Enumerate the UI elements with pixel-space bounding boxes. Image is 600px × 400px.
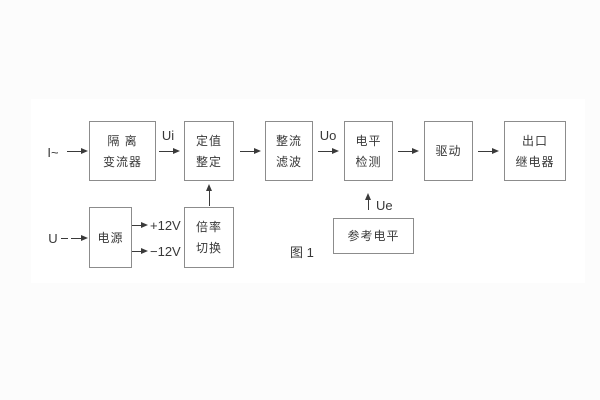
signal-ui-label: Ui <box>161 128 175 143</box>
figure-caption: 图 1 <box>290 245 314 260</box>
block-label: 整流 <box>275 133 302 148</box>
arrow-reference-to-level <box>365 193 371 210</box>
block-setting-adjust: 定值 整定 <box>184 121 234 181</box>
block-reference-level: 参考电平 <box>333 218 414 254</box>
arrow-setting-to-rectify <box>240 148 261 154</box>
block-label: 定值 <box>195 133 222 148</box>
block-label: 电源 <box>97 230 124 245</box>
block-label: 电平 <box>355 133 382 148</box>
block-label: 切换 <box>195 241 222 255</box>
block-label: 变流器 <box>102 154 142 169</box>
line-voltage-input-dash <box>61 238 68 239</box>
block-ratio-switch: 倍率 切换 <box>184 207 234 268</box>
arrow-rail-positive <box>132 222 148 228</box>
arrow-isolation-to-setting <box>159 148 180 154</box>
signal-uo-label: Uo <box>319 128 337 143</box>
arrow-voltage-input <box>71 235 88 241</box>
block-drive: 驱动 <box>424 121 473 181</box>
block-isolation-transformer: 隔 离 变流器 <box>89 121 156 181</box>
input-voltage-label: U <box>48 231 58 246</box>
input-current-label: I~ <box>47 145 59 160</box>
block-label: 驱动 <box>435 144 462 158</box>
block-label: 检测 <box>355 154 382 169</box>
arrow-rail-negative <box>132 248 148 254</box>
block-label: 参考电平 <box>347 229 400 243</box>
block-label: 整定 <box>195 154 222 169</box>
rail-positive-label: +12V <box>150 218 181 233</box>
block-rectify-filter: 整流 滤波 <box>265 121 313 181</box>
signal-ue-label: Ue <box>376 198 393 213</box>
block-label: 滤波 <box>275 154 302 169</box>
block-label: 隔 离 <box>107 133 138 148</box>
arrow-level-to-drive <box>398 148 419 154</box>
block-label: 倍率 <box>195 220 222 234</box>
arrow-drive-to-output <box>478 148 499 154</box>
arrow-current-input <box>67 148 88 154</box>
arrow-ratio-to-setting <box>206 184 212 206</box>
block-label: 出口 <box>521 133 548 148</box>
arrow-rectify-to-level <box>318 148 339 154</box>
block-power-supply: 电源 <box>89 207 132 268</box>
block-output-relay: 出口 继电器 <box>504 121 566 181</box>
rail-negative-label: −12V <box>150 244 181 259</box>
block-label: 继电器 <box>515 154 555 169</box>
block-level-detect: 电平 检测 <box>344 121 393 181</box>
